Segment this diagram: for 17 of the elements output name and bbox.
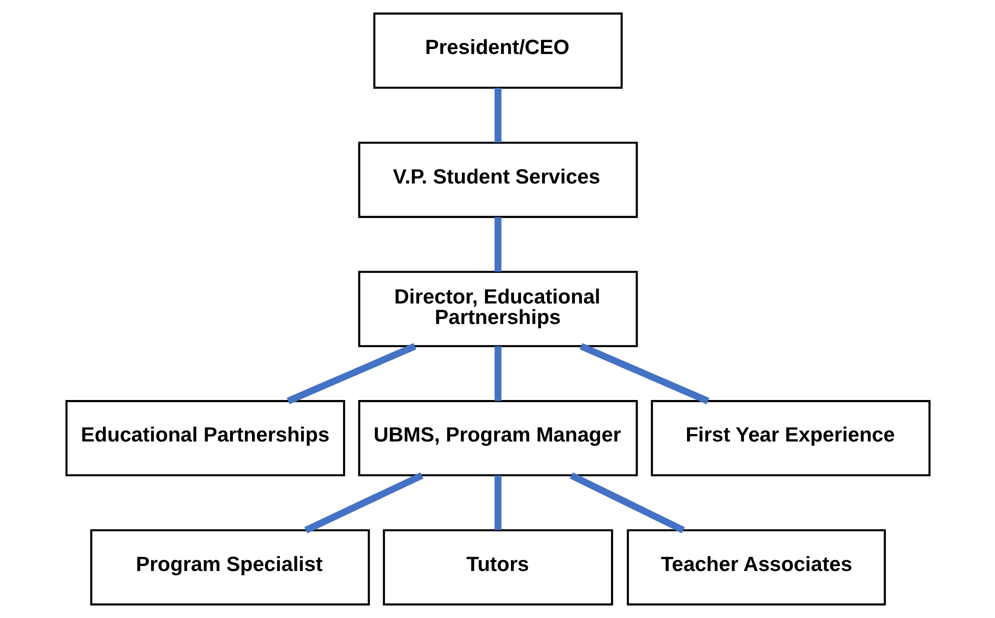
connector (304, 472, 423, 534)
node-box: Program Specialist (90, 529, 370, 606)
node-box: UBMS, Program Manager (358, 400, 638, 476)
connector (494, 475, 501, 530)
connector (569, 472, 684, 534)
node-box: President/CEO (372, 12, 622, 89)
connector (494, 88, 501, 142)
node-box: First Year Experience (650, 400, 930, 476)
connector (494, 346, 501, 401)
connector (494, 217, 501, 272)
node-box: Educational Partnerships (64, 400, 345, 476)
node-box: Tutors (382, 529, 613, 606)
node-box: Teacher Associates (626, 529, 886, 606)
node-box: Director, Educational Partnerships (358, 270, 638, 348)
node-box: V.P. Student Services (358, 142, 638, 218)
connector (286, 343, 416, 404)
connector (579, 343, 709, 404)
